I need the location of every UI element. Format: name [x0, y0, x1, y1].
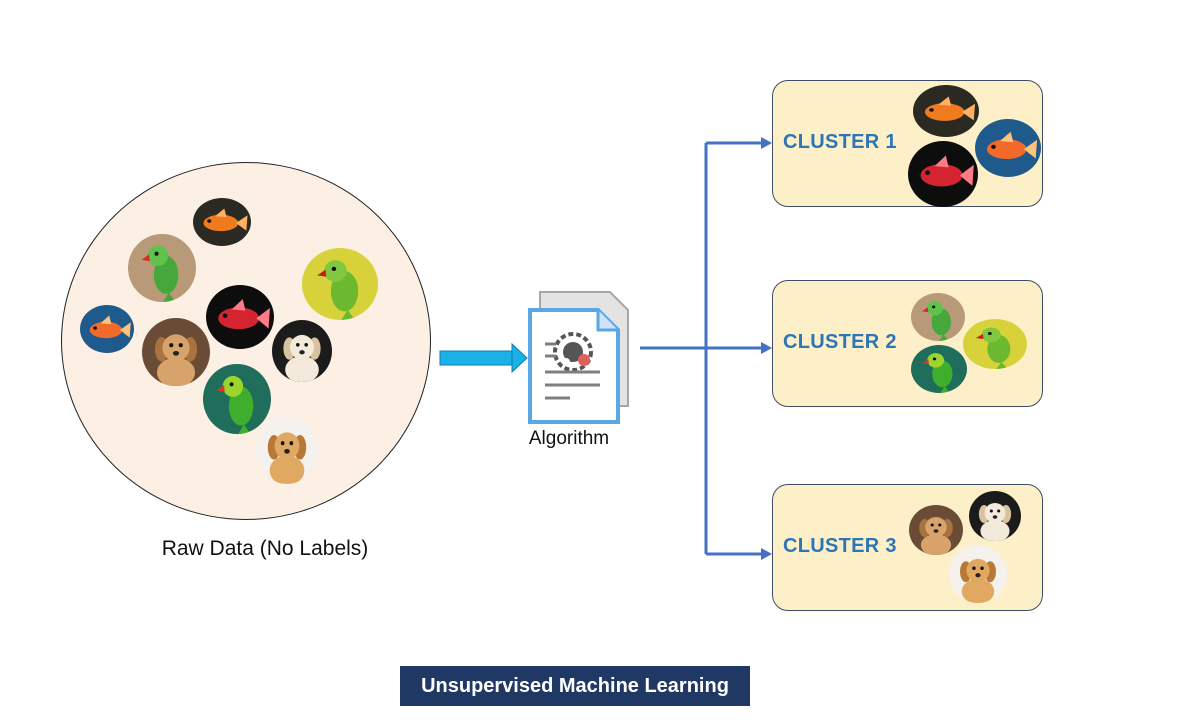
- puppy-icon: [142, 318, 210, 386]
- output-connectors: [640, 141, 762, 556]
- parrot-icon: [911, 345, 967, 393]
- cluster-3-label: CLUSTER 3: [783, 535, 897, 557]
- cluster-1-box: CLUSTER 1: [772, 80, 1043, 207]
- puppy-icon: [969, 491, 1021, 541]
- cluster-2-arrowhead: [761, 342, 772, 354]
- cluster-3-box: CLUSTER 3: [772, 484, 1043, 611]
- puppy-icon: [272, 320, 332, 382]
- parrot-icon: [963, 319, 1027, 369]
- goldfish-icon: [193, 198, 251, 246]
- input-arrow: [439, 342, 528, 374]
- red-fish-icon: [206, 285, 274, 349]
- puppy-icon: [256, 416, 318, 484]
- title-banner: Unsupervised Machine Learning: [400, 666, 750, 706]
- cluster-2-label: CLUSTER 2: [783, 331, 897, 353]
- goldfish-icon: [975, 119, 1041, 177]
- algorithm-document-gear-icon: [528, 291, 629, 424]
- cluster-3-arrowhead: [761, 548, 772, 560]
- puppy-icon: [949, 545, 1007, 603]
- parrot-icon: [302, 248, 378, 320]
- parrot-icon: [128, 234, 196, 302]
- title-text: Unsupervised Machine Learning: [421, 674, 729, 697]
- parrot-icon: [203, 364, 271, 434]
- red-fish-icon: [908, 141, 978, 207]
- goldfish-icon: [80, 305, 134, 353]
- parrot-icon: [911, 293, 965, 341]
- raw-data-label: Raw Data (No Labels): [161, 537, 369, 560]
- puppy-icon: [909, 505, 963, 555]
- cluster-2-box: CLUSTER 2: [772, 280, 1043, 407]
- goldfish-icon: [913, 85, 979, 137]
- algorithm-label: Algorithm: [528, 428, 610, 449]
- cluster-1-label: CLUSTER 1: [783, 131, 897, 153]
- cluster-1-arrowhead: [761, 137, 772, 149]
